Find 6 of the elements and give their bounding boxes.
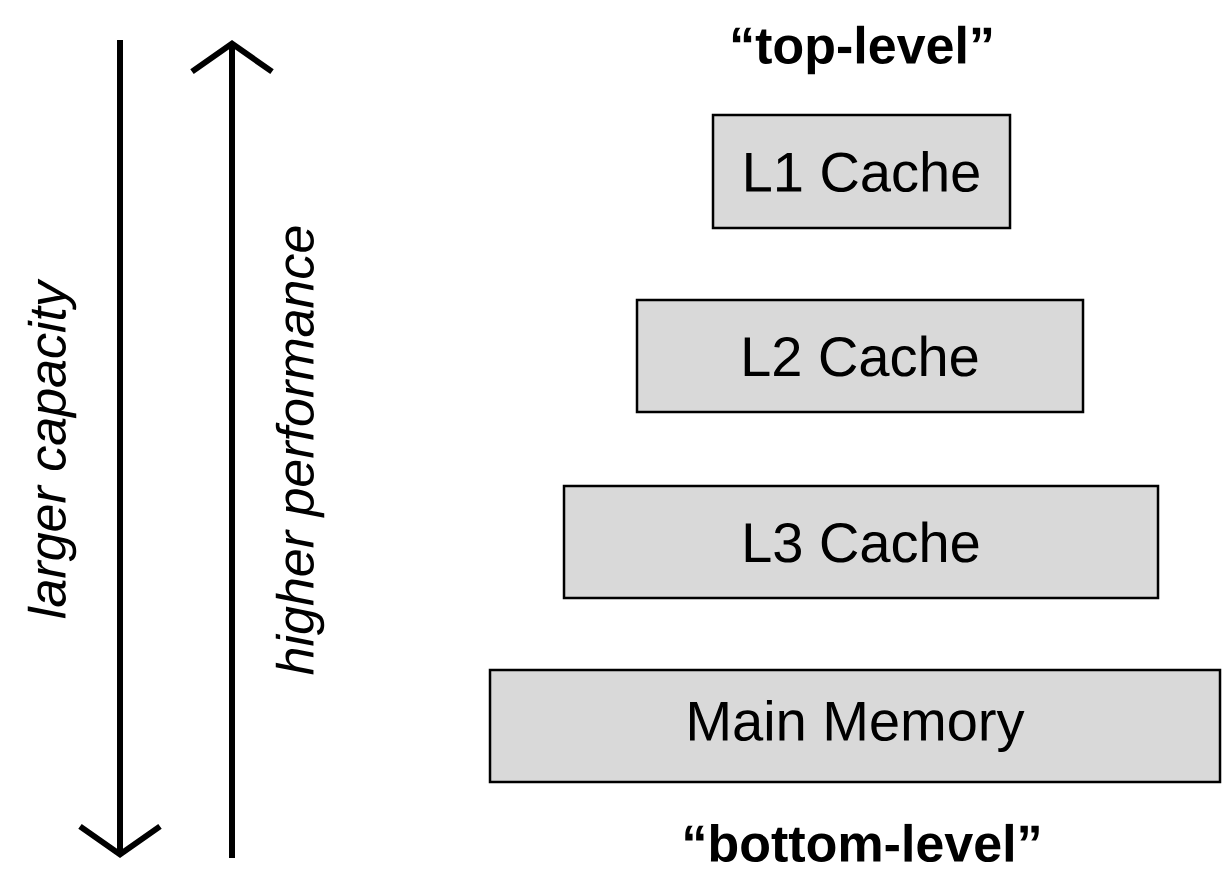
memory-level-box: Main Memory xyxy=(488,668,1222,784)
memory-level-box: L1 Cache xyxy=(711,113,1012,230)
memory-level-box: L2 Cache xyxy=(635,298,1085,414)
axis-label: larger capacity xyxy=(27,278,77,619)
memory-level-box: L3 Cache xyxy=(562,484,1160,600)
axis-label: higher performance xyxy=(275,226,325,675)
